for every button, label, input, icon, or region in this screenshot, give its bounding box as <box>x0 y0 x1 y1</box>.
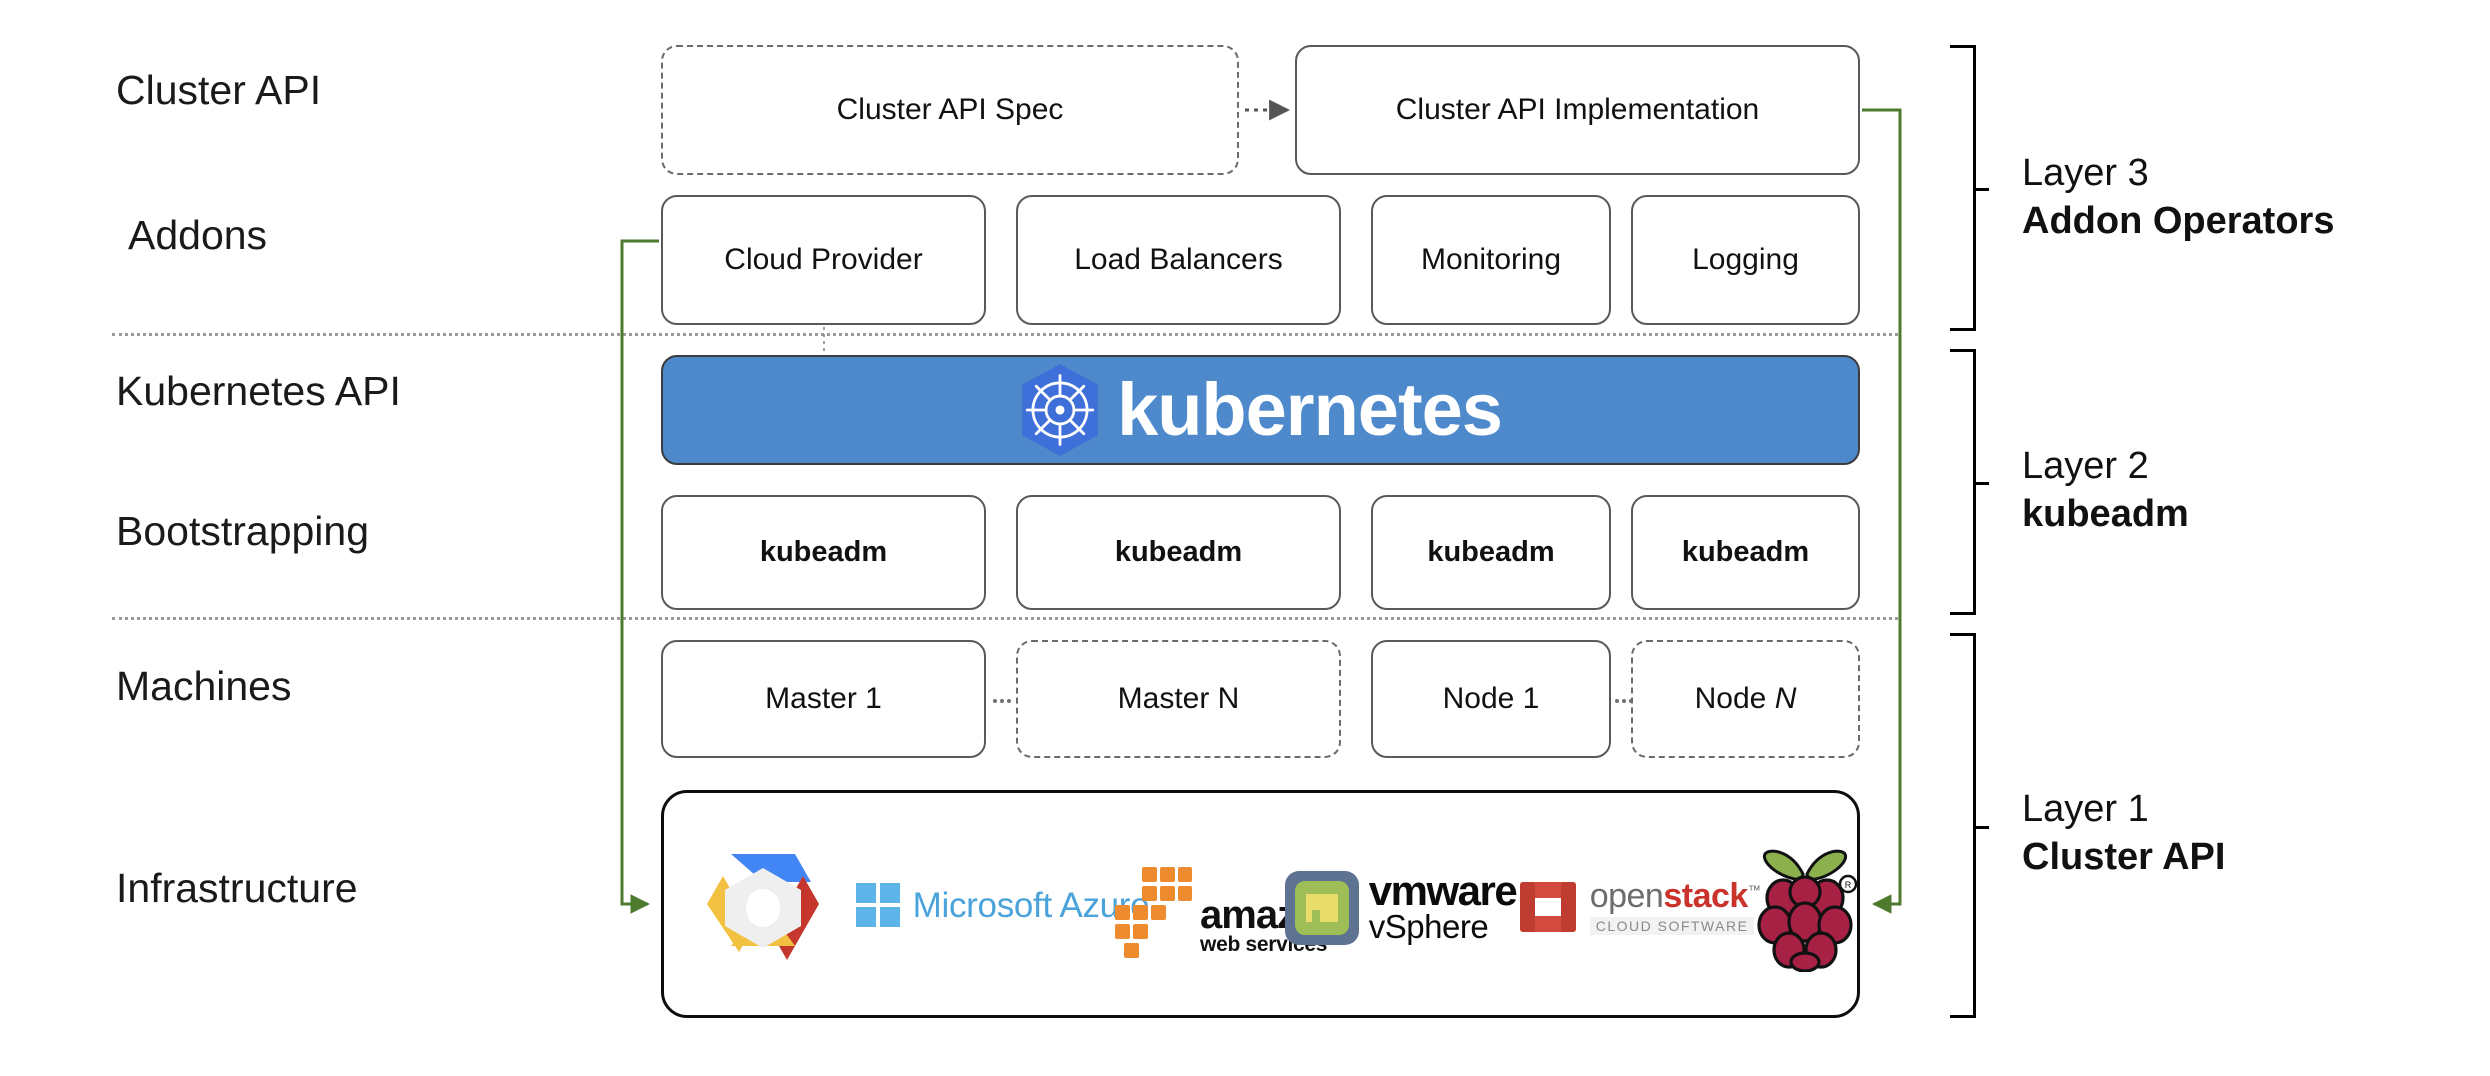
band-separator-bottom <box>112 617 1898 620</box>
vmware-caption: vmware <box>1368 867 1518 915</box>
google-cloud-logo <box>690 845 835 965</box>
node-node-n-label: Node N <box>1694 682 1797 715</box>
openstack-logo: openstack™ CLOUD SOFTWARE <box>1519 862 1761 952</box>
connector-cloud-provider-to-infrastructure <box>620 239 659 914</box>
ellipsis-masters <box>993 699 1011 703</box>
bracket-layer-1 <box>1950 633 1989 1018</box>
kubernetes-wordmark: kubernetes <box>1117 368 1503 451</box>
node-kubeadm-2[interactable]: kubeadm <box>1016 495 1341 610</box>
svg-text:R: R <box>1845 880 1852 890</box>
infrastructure-box <box>661 790 1860 1018</box>
node-node-1[interactable]: Node 1 <box>1371 640 1611 758</box>
node-master-n[interactable]: Master N <box>1016 640 1341 758</box>
bracket-label-layer-3: Layer 3 Addon Operators <box>2022 150 2334 245</box>
ellipsis-nodes <box>1615 699 1633 703</box>
connector-implementation-to-infrastructure <box>1862 108 1902 914</box>
bracket-layer-3 <box>1950 45 1989 331</box>
node-load-balancers[interactable]: Load Balancers <box>1016 195 1341 325</box>
row-label-addons: Addons <box>128 212 268 258</box>
node-kubeadm-3[interactable]: kubeadm <box>1371 495 1611 610</box>
node-kubeadm-4[interactable]: kubeadm <box>1631 495 1860 610</box>
row-label-kubernetes-api: Kubernetes API <box>116 368 401 414</box>
row-label-machines: Machines <box>116 663 292 709</box>
vsphere-caption: vSphere <box>1368 907 1489 945</box>
node-monitoring[interactable]: Monitoring <box>1371 195 1611 325</box>
node-cloud-provider[interactable]: Cloud Provider <box>661 195 986 325</box>
bracket-level-3: Layer 3 <box>2022 152 2149 194</box>
row-label-infrastructure: Infrastructure <box>116 865 358 911</box>
bracket-label-layer-1: Layer 1 Cluster API <box>2022 786 2225 881</box>
vmware-vsphere-logo: vmware vSphere <box>1284 860 1518 955</box>
band-separator-top <box>112 333 1898 336</box>
bracket-level-1: Layer 1 <box>2022 788 2149 830</box>
row-label-cluster-api: Cluster API <box>116 67 322 113</box>
kubernetes-banner[interactable]: kubernetes <box>661 355 1860 465</box>
bracket-level-2: Layer 2 <box>2022 445 2149 487</box>
bracket-layer-2 <box>1950 349 1989 615</box>
kubernetes-helm-icon <box>1019 362 1101 458</box>
openstack-subcaption: CLOUD SOFTWARE <box>1589 917 1755 935</box>
node-kubeadm-1[interactable]: kubeadm <box>661 495 986 610</box>
openstack-caption: openstack™ <box>1589 877 1761 915</box>
node-cluster-api-implementation[interactable]: Cluster API Implementation <box>1295 45 1860 175</box>
raspberry-pi-logo: R <box>1740 838 1870 973</box>
node-node-n[interactable]: Node N <box>1631 640 1860 758</box>
bracket-name-2: kubeadm <box>2022 492 2189 535</box>
row-label-bootstrapping: Bootstrapping <box>116 508 370 554</box>
node-logging[interactable]: Logging <box>1631 195 1860 325</box>
node-cluster-api-spec[interactable]: Cluster API Spec <box>661 45 1239 175</box>
microsoft-azure-logo: Microsoft Azure <box>852 875 1152 935</box>
bracket-name-1: Cluster API <box>2022 835 2226 878</box>
bracket-name-3: Addon Operators <box>2022 199 2335 242</box>
azure-caption: Microsoft Azure <box>912 885 1150 925</box>
node-master-1[interactable]: Master 1 <box>661 640 986 758</box>
bracket-label-layer-2: Layer 2 kubeadm <box>2022 443 2189 538</box>
